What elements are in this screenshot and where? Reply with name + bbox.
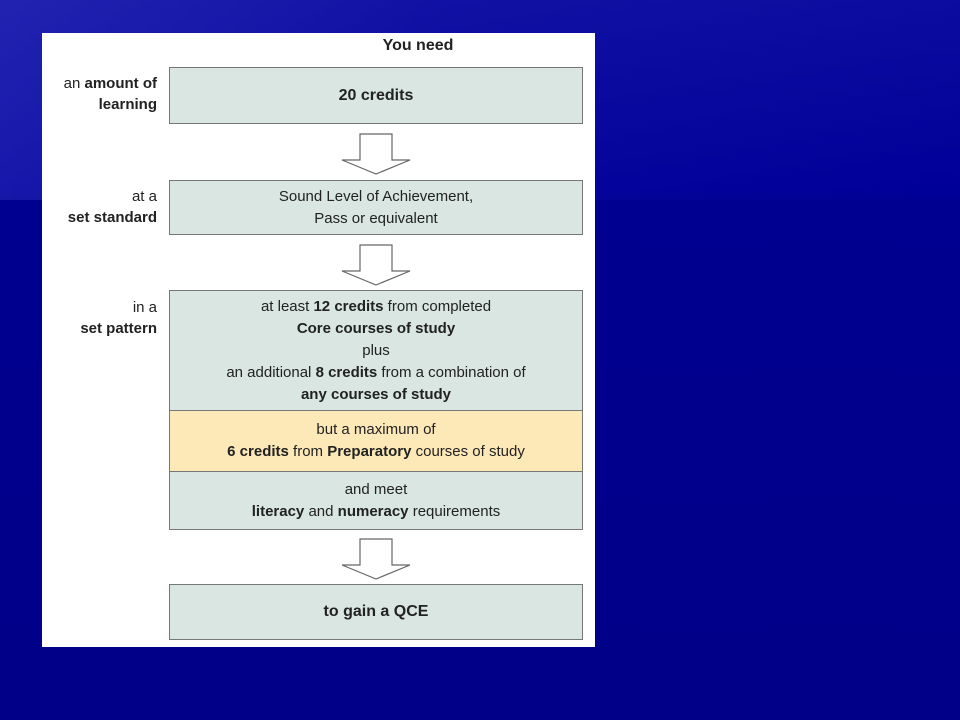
row-label-amount: an amount of learning [64,73,157,115]
down-arrow-1 [341,133,411,175]
preparatory-line2-bold2: Preparatory [327,443,412,460]
preparatory-line2: 6 credits from Preparatory courses of st… [227,441,525,463]
standard-box: Sound Level of Achievement, Pass or equi… [169,180,583,235]
pattern-line1: at least 12 credits from completed [261,296,491,318]
preparatory-line1: but a maximum of [316,421,436,438]
qce-box: to gain a QCE [169,584,583,640]
down-arrow-3 [341,538,411,580]
row-label-standard: at a set standard [68,186,157,228]
literacy-box: and meet literacy and numeracy requireme… [169,471,583,530]
standard-line2: Pass or equivalent [314,209,438,227]
pattern-line3: plus [362,341,390,359]
down-arrow-2 [341,244,411,286]
row-label-amount-line1: amount of [84,75,158,92]
literacy-line2-bold1: literacy [251,502,305,520]
literacy-line2: literacy and numeracy requirements [252,501,501,523]
row-label-pattern-line2: set pattern [80,320,157,337]
preparatory-box: but a maximum of 6 credits from Preparat… [169,410,583,472]
flowchart-panel: You need an amount of learning at a set … [42,33,595,647]
qce-text: to gain a QCE [323,603,429,620]
credits-box: 20 credits [169,67,583,124]
preparatory-line2-mid: from [288,443,328,460]
credits-text: 20 credits [338,86,414,104]
literacy-line2-bold2: numeracy [337,502,409,520]
pattern-line4: an additional 8 credits from a combinati… [226,362,525,384]
flowchart-title: You need [382,37,454,54]
pattern-line2-bold: Core courses of study [296,319,456,337]
pattern-box: at least 12 credits from completed Core … [169,290,583,411]
standard-line1: Sound Level of Achievement, [278,187,474,205]
pattern-line1-bold: 12 credits [313,297,384,315]
row-label-amount-line2: learning [98,96,157,113]
pattern-line5: any courses of study [301,384,451,406]
row-label-standard-line1: at a [131,188,157,205]
literacy-line2-mid: and [304,502,338,520]
pattern-line4-post: from a combination of [377,363,526,381]
row-label-pattern-line1: in a [132,299,157,316]
preparatory-line2-bold1: 6 credits [227,443,289,460]
literacy-line1: and meet [344,480,408,498]
row-label-pattern: in a set pattern [80,297,157,339]
pattern-line4-pre: an additional [226,363,316,381]
literacy-line2-post: requirements [408,502,501,520]
pattern-line5-bold: any courses of study [300,385,452,403]
pattern-line2: Core courses of study [297,318,455,340]
preparatory-line2-post: courses of study [411,443,525,460]
pattern-line1-pre: at least [260,297,314,315]
pattern-line4-bold: 8 credits [315,363,378,381]
row-label-amount-pre: an [63,75,85,92]
row-label-standard-line2: set standard [67,209,157,226]
pattern-line1-post: from completed [383,297,492,315]
